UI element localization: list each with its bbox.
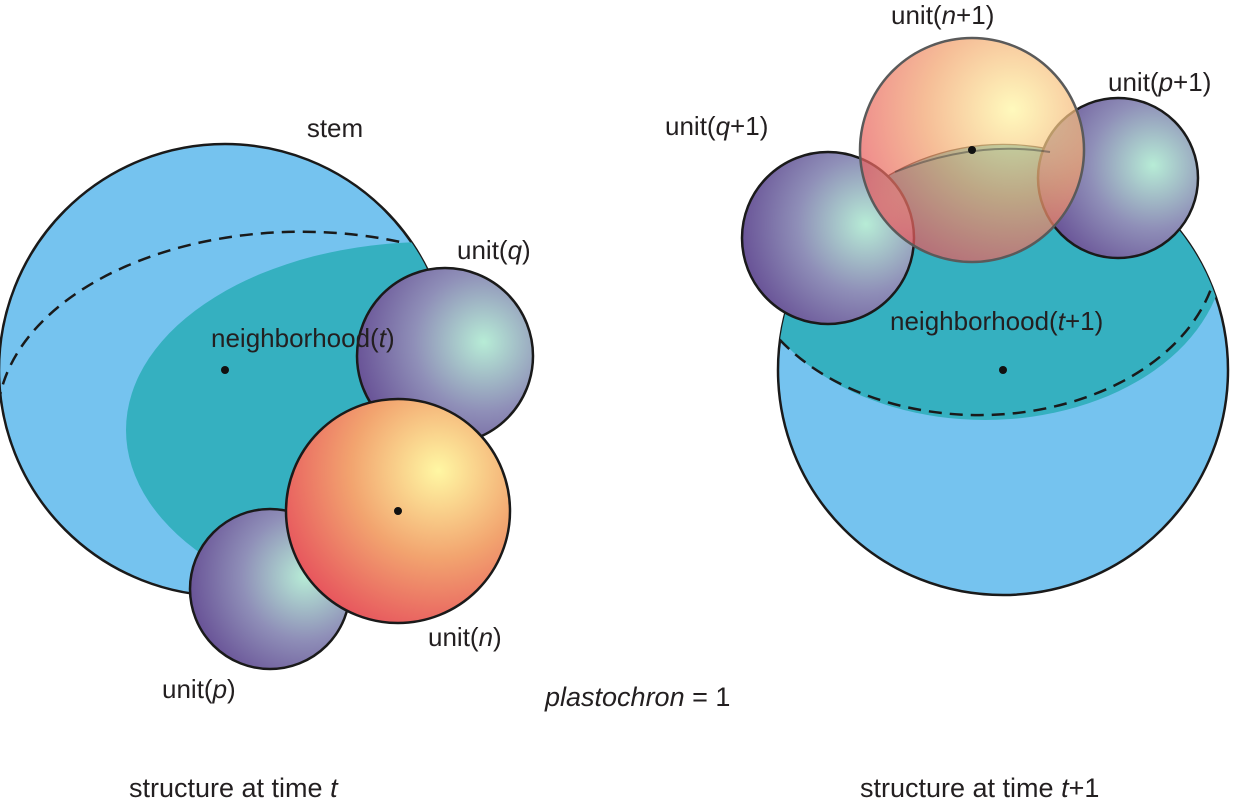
unit-p-label: unit(p) — [162, 674, 236, 704]
right-neighborhood-boundary — [779, 279, 1216, 417]
right-neighborhood-label: neighborhood(t+1) — [890, 306, 1103, 336]
right-structure: unit(n+1) unit(p+1) unit(q+1) neighborho… — [665, 0, 1230, 800]
left-caption: structure at time t — [129, 773, 339, 800]
unit-q-label: unit(q) — [457, 235, 531, 265]
plastochron-label: plastochron = 1 — [544, 682, 730, 712]
left-neighborhood-label: neighborhood(t) — [211, 323, 395, 353]
unit-n-label: unit(n) — [428, 622, 502, 652]
unit-n1-label: unit(n+1) — [891, 0, 994, 30]
right-stem-center — [999, 366, 1007, 374]
stem-label: stem — [307, 113, 363, 143]
right-caption: structure at time t+1 — [860, 773, 1099, 800]
left-structure: stem neighborhood(t) unit(q) unit(n) uni… — [0, 113, 535, 800]
left-stem-center — [221, 366, 229, 374]
unit-q1-label: unit(q+1) — [665, 111, 768, 141]
unit-p1-label: unit(p+1) — [1108, 67, 1211, 97]
unit-n-center — [394, 507, 402, 515]
unit-n1-center — [968, 146, 976, 154]
